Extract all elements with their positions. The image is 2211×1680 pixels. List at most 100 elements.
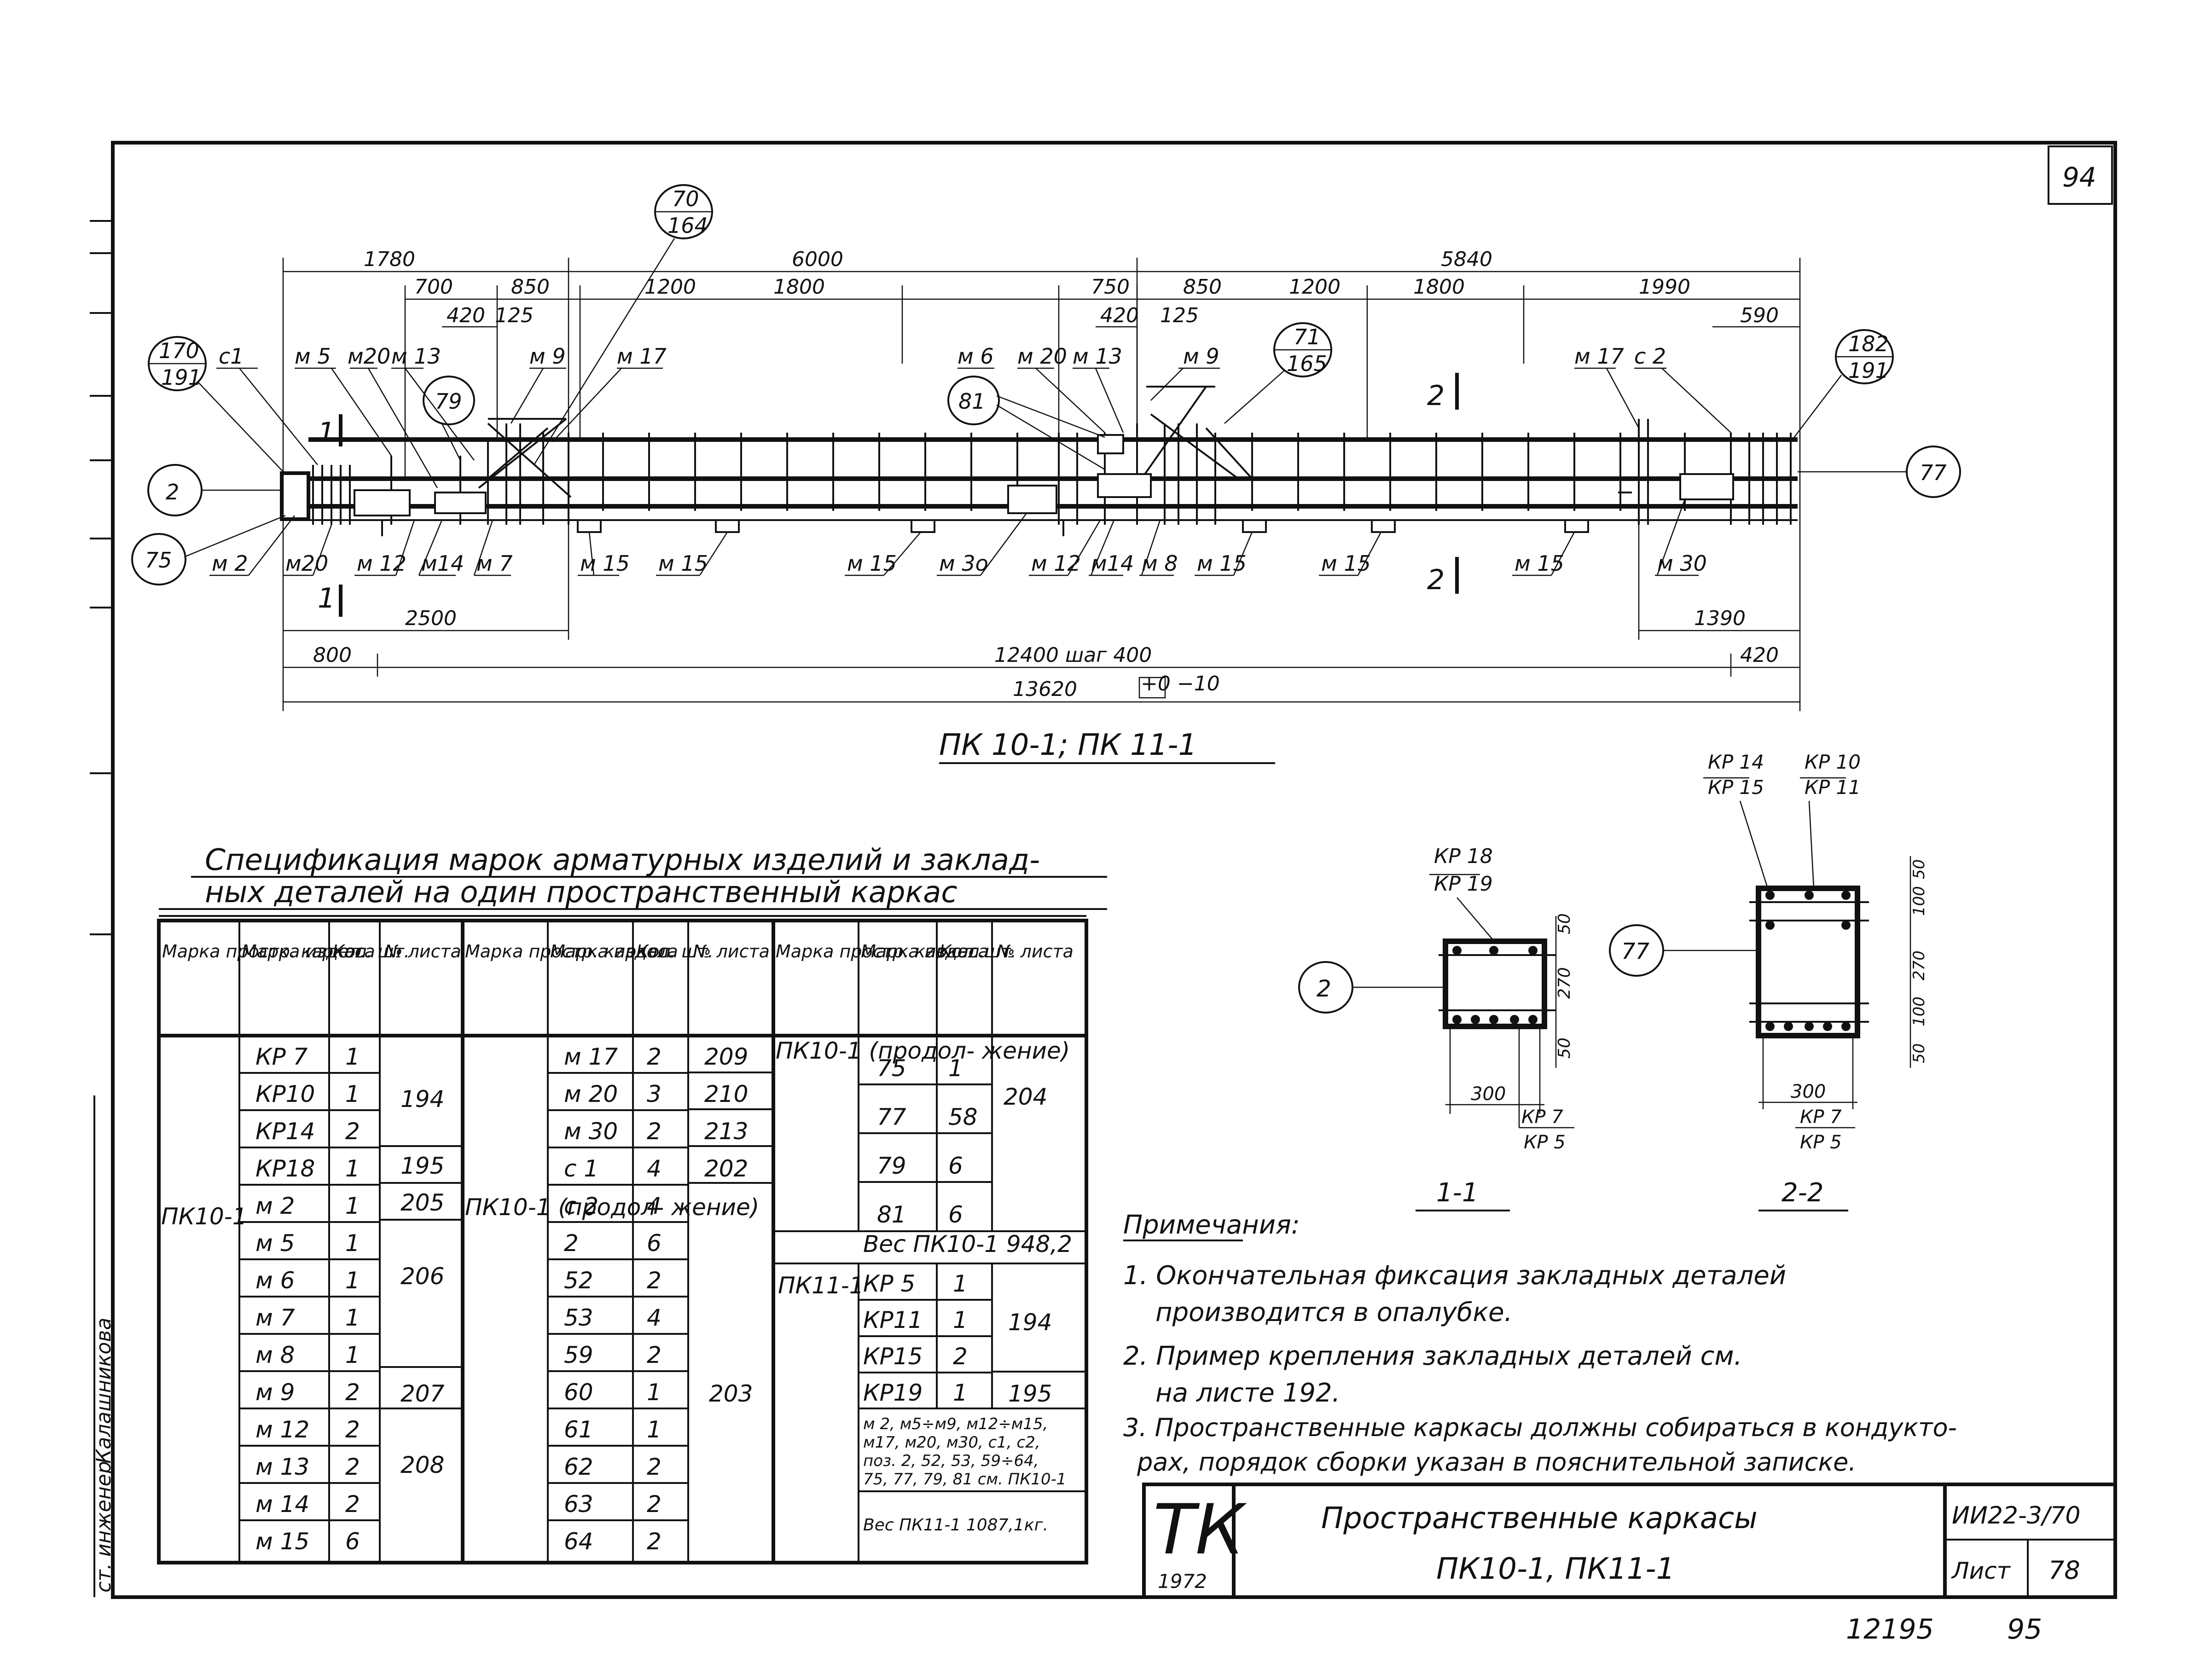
note-3a: 3. Пространственные каркасы должны собир… [1123, 1413, 1957, 1442]
spec-cell-marka: м 30 [564, 1118, 618, 1145]
callout-164: 164 [667, 213, 708, 238]
label-m5: м 5 [295, 344, 331, 369]
spec-cell-kol: 2 [647, 1118, 662, 1145]
spec-cell-marka: м 9 [255, 1379, 295, 1406]
col3-sheet-194: 194 [1008, 1309, 1052, 1336]
spec-cell-kol: 6 [948, 1153, 963, 1179]
spec-cell-marka: м 20 [564, 1081, 618, 1107]
callout-191a: 191 [161, 365, 202, 390]
hdr-list-1: № листа [383, 941, 461, 962]
dim-2500: 2500 [405, 607, 457, 630]
corner-box [2048, 145, 2113, 205]
col1-sheet-205: 205 [400, 1189, 444, 1216]
callout-group: 170 191 70 164 71 165 182 191 79 81 [131, 184, 1961, 585]
spec-cell-marka: КР 5 [863, 1270, 915, 1297]
dim-1780: 1780 [364, 248, 415, 271]
dim-1800b: 1800 [1413, 275, 1465, 299]
label-m9b: м 9 [1183, 344, 1219, 369]
spec-cell-list: 213 [704, 1118, 748, 1145]
spec-cell-kol: 2 [647, 1454, 662, 1480]
s2-kr-b1: КР 10 [1805, 751, 1861, 773]
s1-d270: 270 [1555, 967, 1574, 999]
spec-cell-kol: 4 [647, 1304, 662, 1331]
label-c2: с 2 [1634, 344, 1666, 369]
spec-cell-marka: КР18 [255, 1155, 315, 1182]
spec-cell-marka: 2 [564, 1230, 579, 1257]
section-2-2: КР 14 КР 15 КР 10 КР 11 77 50 100 270 10… [1609, 751, 1928, 1211]
elevation-drawing: 1780 6000 5840 700 850 1200 1800 750 850… [131, 184, 1961, 764]
dim-850a: 850 [511, 275, 550, 299]
title-stamp: ТК 1972 Пространственные каркасы ПК10-1,… [1142, 1483, 2117, 1599]
spec-cell-marka: КР10 [255, 1081, 315, 1107]
label-m9a: м 9 [529, 344, 566, 369]
label-m15c: м 15 [847, 551, 897, 576]
dim-1390: 1390 [1694, 607, 1746, 630]
spec-cell-marka: 62 [564, 1454, 593, 1480]
hdr-kol-2: Кол. шт. [636, 941, 714, 962]
s2-caption: 2-2 [1782, 1178, 1823, 1208]
callout-77: 77 [1920, 460, 1947, 485]
s1-d50b: 50 [1555, 1037, 1574, 1059]
callout-79: 79 [435, 389, 462, 414]
spec-cell-kol: 6 [948, 1201, 963, 1228]
col3-note-1: м 2, м5÷м9, м12÷м15, [863, 1415, 1048, 1433]
section-mark-1b: 1 [318, 582, 335, 614]
label-m15f: м 15 [1515, 551, 1564, 576]
label-m17b: м 17 [1574, 344, 1624, 369]
dim-1990: 1990 [1639, 275, 1690, 299]
callout-182: 182 [1848, 331, 1889, 356]
spec-cell-marka: м 8 [255, 1342, 295, 1368]
label-m15a: м 15 [580, 551, 630, 576]
spec-cell-marka: м 2 [255, 1193, 295, 1219]
label-m2: м 2 [212, 551, 248, 576]
spec-cell-kol: 3 [647, 1081, 662, 1107]
callout-81: 81 [958, 389, 986, 414]
spec-cell-kol: 4 [647, 1193, 662, 1219]
spec-cell-kol: 2 [647, 1342, 662, 1368]
dim-6000: 6000 [792, 248, 843, 271]
spec-cell-marka: 75 [877, 1055, 906, 1082]
drawing-title: ПК 10-1; ПК 11-1 [939, 728, 1197, 762]
strip-role: ст. инженер [92, 1461, 116, 1593]
spec-cell-kol: 1 [345, 1043, 360, 1070]
s1-caption: 1-1 [1436, 1178, 1478, 1208]
col1-sheet-206: 206 [400, 1263, 444, 1290]
label-m30a: м 3о [939, 551, 988, 576]
stamp-list-no: 78 [2049, 1556, 2080, 1585]
s2-d50b: 50 [1910, 1043, 1928, 1063]
stamp-code: ИИ22-3/70 [1952, 1502, 2081, 1529]
col3-note-2: м17, м20, м30, с1, с2, [863, 1433, 1040, 1452]
section-mark-1a: 1 [318, 417, 335, 449]
strip-name: Калашникова [92, 1318, 116, 1464]
label-m6: м 6 [958, 344, 994, 369]
label-m7: м 7 [476, 551, 513, 576]
spec-cell-kol: 6 [647, 1230, 662, 1257]
spec-title-line1: Спецификация марок арматурных изделий и … [205, 843, 1040, 877]
s2-d100a: 100 [1910, 886, 1928, 916]
spec-cell-list: 209 [704, 1043, 748, 1070]
label-m17a: м 17 [617, 344, 667, 369]
note-2b: на листе 192. [1155, 1378, 1340, 1408]
spec-cell-marka: м 12 [255, 1416, 309, 1443]
dim-420: 420 [1740, 643, 1779, 667]
stamp-year: 1972 [1158, 1570, 1207, 1593]
spec-cell-marka: 53 [564, 1304, 593, 1331]
col3-weight-b: Вес ПК11-1 1087,1кг. [863, 1516, 1048, 1535]
s1-kr-bot1: КР 7 [1521, 1106, 1563, 1128]
spec-cell-marka: м 15 [255, 1528, 309, 1555]
label-m20a: м20 [348, 344, 390, 369]
s1-kr-bot2: КР 5 [1524, 1132, 1566, 1153]
spec-cell-kol: 2 [345, 1491, 360, 1518]
col3-weight-a: Вес ПК10-1 948,2 [863, 1231, 1072, 1257]
label-m20b: м 20 [1017, 344, 1067, 369]
s1-kr-top2: КР 19 [1434, 872, 1493, 896]
col1-sheet-194: 194 [400, 1086, 444, 1112]
note-1b: производится в опалубке. [1155, 1298, 1512, 1327]
col1-frame: ПК10-1 [161, 1203, 247, 1230]
spec-cell-kol: 1 [345, 1342, 360, 1368]
spec-cell-marka: 61 [564, 1416, 593, 1443]
